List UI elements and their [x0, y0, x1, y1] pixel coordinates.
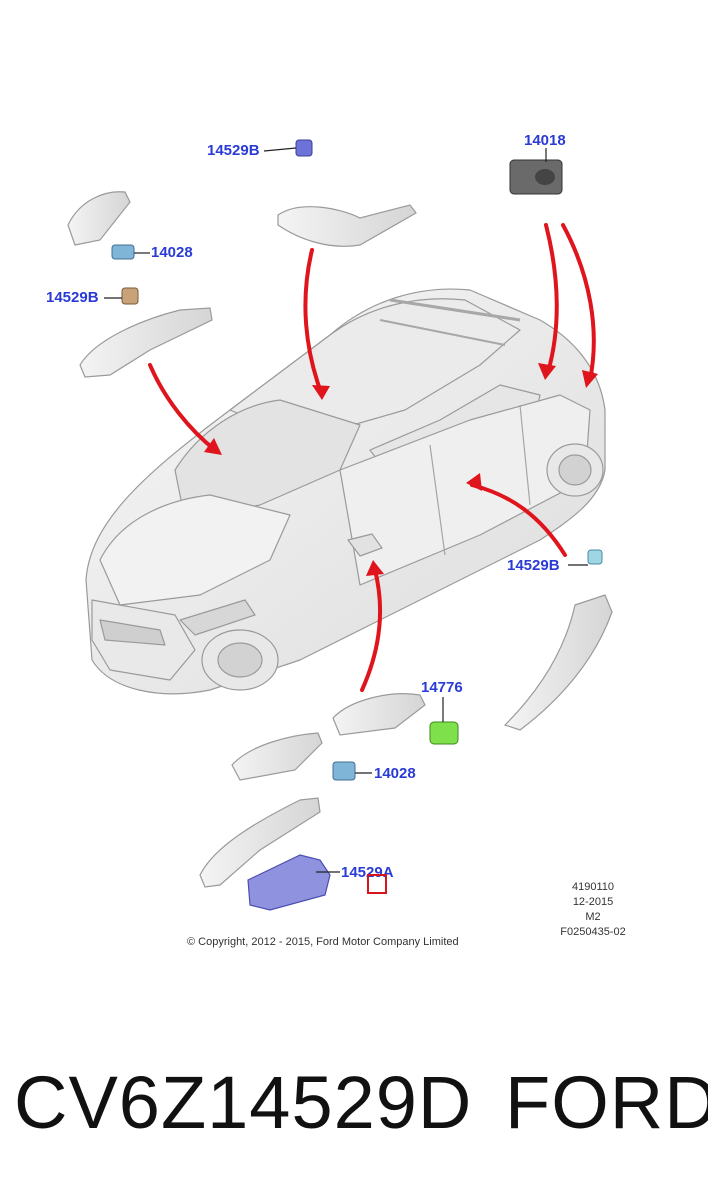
meta-line-3: M2: [585, 911, 601, 923]
vehicle-illustration: [85, 288, 606, 695]
window-switch-upper-left: [121, 287, 139, 305]
mirror-switch-knob: [535, 169, 555, 185]
callout-14529a: 14529A: [341, 864, 394, 881]
leader-lines: [104, 147, 588, 873]
exploded-parts-diagram: [67, 139, 613, 911]
arrow-top-right-2: [561, 223, 596, 382]
trim-panel-top-center: [277, 204, 417, 247]
arrowhead-lower: [366, 560, 384, 576]
arrowhead-top-center: [312, 385, 330, 400]
arrow-lower: [360, 568, 383, 692]
callout-14028-upper: 14028: [151, 244, 193, 261]
master-window-switch: [247, 854, 331, 911]
arrowhead-right: [466, 473, 482, 491]
arrowhead-left: [204, 438, 222, 455]
arrowhead-top-right-2: [582, 370, 598, 388]
callout-14529b-top: 14529B: [207, 142, 260, 159]
arrow-heads: [204, 363, 598, 576]
arrow-top-right-1: [544, 223, 559, 374]
trim-panel-left: [79, 307, 213, 378]
callout-14529b-left: 14529B: [46, 289, 99, 306]
assembly-arrows: [148, 223, 596, 692]
trim-panel-right: [503, 594, 613, 731]
meta-line-1: 4190110: [571, 881, 614, 893]
trim-panel-driver: [199, 797, 321, 888]
arrow-top-center: [303, 248, 324, 397]
door-switch-upper-left: [111, 244, 135, 260]
arrow-right: [470, 483, 567, 557]
window-switch-green: [429, 721, 459, 745]
callout-14028-lower: 14028: [374, 765, 416, 782]
arrowhead-top-right-1: [538, 363, 556, 380]
brand-caption: FORD: [505, 1061, 708, 1144]
callout-14529b-right: 14529B: [507, 557, 560, 574]
door-switch-lower: [332, 761, 356, 781]
window-switch-right: [587, 549, 603, 565]
trim-panel-upper-left: [67, 191, 131, 246]
window-switch-top-center: [295, 139, 313, 157]
callout-14018: 14018: [524, 132, 566, 149]
meta-line-2: 12-2015: [572, 896, 614, 908]
meta-line-4: F0250435-02: [560, 926, 626, 938]
callout-14776: 14776: [421, 679, 463, 696]
selected-part-marker: [367, 874, 387, 894]
diagram-meta: 4190110 12-2015 M2 F0250435-02: [555, 880, 631, 940]
trim-panel-lower-1: [332, 693, 426, 736]
part-number-caption: CV6Z14529D: [14, 1061, 473, 1144]
copyright-notice: © Copyright, 2012 - 2015, Ford Motor Com…: [187, 936, 459, 948]
arrow-left: [148, 363, 217, 452]
trim-panel-lower-2: [231, 732, 323, 781]
